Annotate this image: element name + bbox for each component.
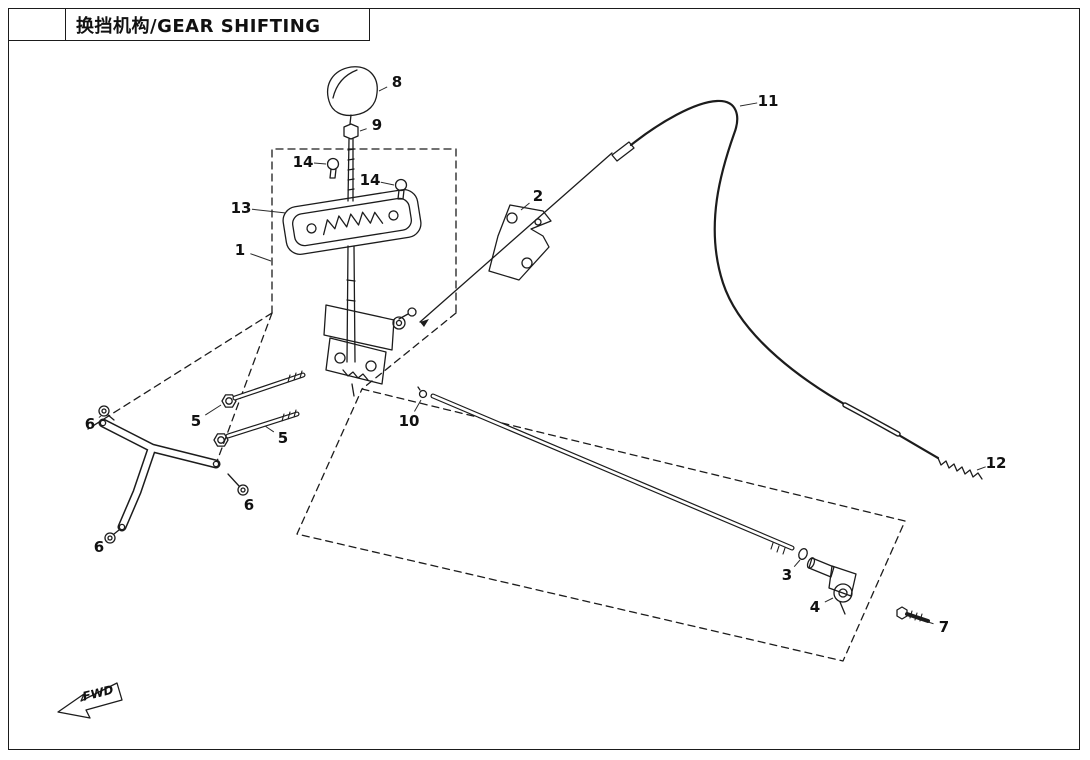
page-title: 换挡机构/GEAR SHIFTING <box>76 15 321 37</box>
callout-leader <box>251 208 287 214</box>
shift-rod <box>430 393 795 555</box>
part-number-9: 9 <box>372 116 382 134</box>
callout-leader <box>793 559 801 568</box>
page-border <box>8 8 1080 750</box>
part-number-3: 3 <box>782 566 792 584</box>
part-number-13: 13 <box>231 199 252 217</box>
alignment-line <box>419 152 613 327</box>
part-number-2: 2 <box>533 187 543 205</box>
part-number-6: 6 <box>244 496 254 514</box>
shift-cable <box>611 99 940 460</box>
part-number-12: 12 <box>986 454 1007 472</box>
shift-gate-plate <box>282 189 422 255</box>
callout-leader <box>98 415 102 418</box>
hex-bolt <box>221 370 306 408</box>
part-number-6: 6 <box>94 538 104 556</box>
callout-leader <box>378 86 388 92</box>
callout-leader <box>359 128 367 132</box>
callout-leader <box>824 597 834 603</box>
flange-bolt <box>227 473 249 496</box>
lever-upper-shaft <box>347 138 355 202</box>
callout-leader <box>313 162 327 165</box>
callout-leader <box>520 202 530 211</box>
callout-leader <box>250 253 272 262</box>
shift-knob <box>327 66 378 125</box>
callout-leader <box>380 181 395 186</box>
title-block-left-cell <box>9 9 66 40</box>
rod-lock-nut <box>798 548 808 560</box>
flange-bolt <box>98 405 115 421</box>
part-number-7: 7 <box>939 618 949 636</box>
part-number-1: 1 <box>235 241 245 259</box>
fwd-arrow: FWD <box>57 682 123 719</box>
part-number-14: 14 <box>293 153 314 171</box>
dashed-boundary <box>87 148 906 662</box>
part-number-10: 10 <box>399 412 420 430</box>
callout-leader <box>976 466 986 471</box>
title-block: 换挡机构/GEAR SHIFTING <box>8 8 370 41</box>
callout-leader <box>204 404 222 416</box>
mounting-bracket <box>488 204 552 281</box>
hex-bolt <box>213 409 300 447</box>
gear-lever-assembly <box>323 245 417 397</box>
cable-spring-end <box>937 457 983 480</box>
callout-leader <box>264 425 275 433</box>
callout-leader <box>927 621 934 625</box>
part-number-5: 5 <box>191 412 201 430</box>
flange-bolt <box>104 529 120 544</box>
part-number-6: 6 <box>85 415 95 433</box>
part-number-8: 8 <box>392 73 402 91</box>
callout-leader <box>739 102 758 107</box>
joint-bolt <box>896 606 930 623</box>
rod-end-joint <box>806 557 857 615</box>
rod-clip <box>417 386 428 399</box>
knob-nut <box>343 123 359 140</box>
callout-leader <box>414 399 422 412</box>
screw-icon <box>326 157 340 179</box>
part-number-14: 14 <box>360 171 381 189</box>
part-number-4: 4 <box>810 598 820 616</box>
part-number-5: 5 <box>278 429 288 447</box>
part-number-11: 11 <box>758 92 779 110</box>
support-bracket <box>98 418 221 532</box>
